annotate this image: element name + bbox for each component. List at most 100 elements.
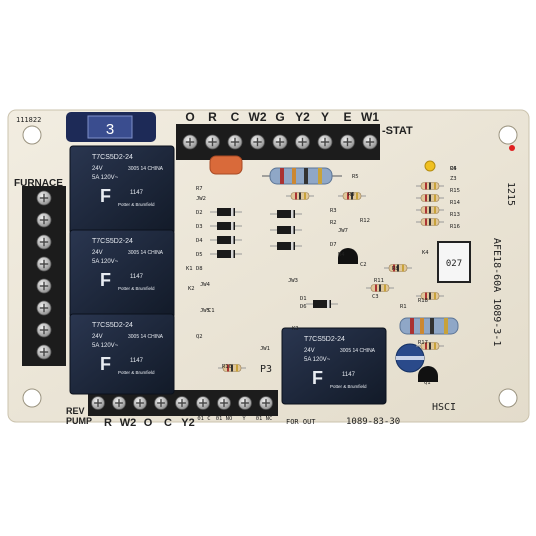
component-label: R10 (222, 364, 232, 370)
electrolytic-capacitor (395, 343, 425, 373)
left-terminal-screw[interactable] (36, 212, 52, 228)
relay: T7CS5D2-24 24V 5A 120V~ 3005 14 CHINA 1147Po… (69, 229, 175, 319)
component-label: JW7 (338, 228, 348, 234)
capacitor-orange (209, 155, 243, 175)
top-terminal-label: C (231, 110, 240, 124)
bottom-terminal-screw[interactable] (238, 396, 252, 410)
left-terminal-screw[interactable] (36, 234, 52, 250)
top-terminal-screw[interactable] (317, 134, 333, 150)
bottom-code: 1089-83-30 (346, 417, 400, 427)
left-terminal-screw[interactable] (36, 256, 52, 272)
top-terminal-label: O (185, 110, 194, 124)
fuse-label: 111822 (16, 116, 41, 124)
bottom-terminal-screw[interactable] (217, 396, 231, 410)
bottom-terminal-screw[interactable] (196, 396, 210, 410)
component-label: D6 (300, 304, 307, 310)
relay-rating2: 5A 120V~ (304, 357, 331, 363)
pump-label: PUMP (66, 416, 92, 426)
component-label: R11 (374, 278, 384, 284)
relay-rating1: 24V (92, 166, 103, 172)
top-terminal-block[interactable] (176, 124, 380, 160)
component-label: D1 (300, 296, 307, 302)
component-label: R1 (400, 304, 407, 310)
bottom-terminal-label: W2 (120, 417, 137, 429)
component-label: JW4 (200, 282, 211, 288)
diode (270, 226, 302, 234)
top-terminal-label: W1 (361, 110, 379, 124)
left-terminal-screw[interactable] (36, 190, 52, 206)
component-label: D8 (196, 266, 203, 272)
relay-mark: F (312, 368, 323, 388)
relay-rating2: 5A 120V~ (92, 175, 119, 181)
relay-brand: Potter & Brumfield (118, 202, 155, 207)
bottom-terminal-label: R (104, 417, 112, 429)
relay-rating1: 24V (92, 250, 103, 256)
small-resistor (286, 192, 314, 200)
component-label: R13 (450, 212, 460, 218)
top-terminal-screw[interactable] (182, 134, 198, 150)
component-label: Q1 (424, 380, 431, 386)
component-label: R15 (450, 188, 460, 194)
for-out-label: FOR OUT (286, 418, 316, 426)
left-terminal-screw[interactable] (36, 344, 52, 360)
relay-model: T7CS5D2-24 (304, 336, 345, 343)
component-label: R9 (348, 192, 355, 198)
bottom-terminal-label: O (144, 417, 153, 429)
top-terminal-label: E (343, 110, 351, 124)
component-label: K3 (292, 326, 299, 332)
bottom-terminal-screw[interactable] (259, 396, 273, 410)
component-label: R2 (330, 220, 337, 226)
fuse: 3 (66, 112, 156, 142)
bottom-terminal-screw[interactable] (175, 396, 189, 410)
board-code: 1215 (505, 182, 516, 206)
small-resistors (218, 182, 444, 372)
diodes (210, 208, 338, 308)
furnace-label: FURNACE (14, 178, 63, 189)
component-label: R5 (352, 174, 359, 180)
bottom-terminal-screw[interactable] (91, 396, 105, 410)
component-label: C2 (360, 262, 367, 268)
relay-brand: Potter & Brumfield (118, 286, 155, 291)
bottom-terminal-screw[interactable] (112, 396, 126, 410)
top-terminal-screw[interactable] (250, 134, 265, 150)
led (424, 160, 436, 172)
component-label: D4 (196, 238, 203, 244)
left-terminal-screw[interactable] (36, 278, 52, 294)
left-terminal-screw[interactable] (36, 322, 52, 338)
left-terminal-screw[interactable] (36, 300, 52, 316)
component-label: C4 (450, 166, 457, 172)
relay-lot: 1147 (130, 274, 144, 280)
resistor-r5 (262, 167, 342, 185)
fuse-value: 3 (106, 121, 114, 138)
diode (210, 222, 242, 230)
top-terminal-screw[interactable] (362, 134, 378, 150)
bottom-terminal-screw[interactable] (133, 396, 147, 410)
top-terminal-screw[interactable] (227, 134, 243, 150)
top-terminal-screw[interactable] (205, 134, 220, 150)
diode (210, 236, 242, 244)
top-terminal-screw[interactable] (272, 134, 288, 150)
component-label: R12 (360, 218, 370, 224)
component-label: R4 (338, 252, 345, 258)
small-resistor (416, 218, 444, 226)
diode (306, 300, 338, 308)
relay-model: T7CS5D2-24 (92, 154, 133, 161)
left-terminal-block[interactable] (22, 186, 66, 366)
component-labels: C4Z3R15R14R13R16R5R7R8R9R10R11R12R17R18J… (186, 166, 461, 386)
bottom-terminal-label: C (164, 417, 172, 429)
relay-rating1: 24V (92, 334, 103, 340)
bottom-terminal-screw[interactable] (154, 396, 168, 410)
transistors (338, 248, 438, 382)
top-terminal-screw[interactable] (340, 134, 355, 150)
relay-model: T7CS5D2-24 (92, 238, 133, 245)
small-resistor (416, 182, 444, 190)
relay-code: 3005 14 CHINA (128, 250, 164, 256)
component-label: JW1 (260, 346, 270, 352)
top-terminal-screw[interactable] (295, 134, 310, 150)
relay-rating2: 5A 120V~ (92, 259, 119, 265)
relay-rating1: 24V (304, 348, 315, 354)
